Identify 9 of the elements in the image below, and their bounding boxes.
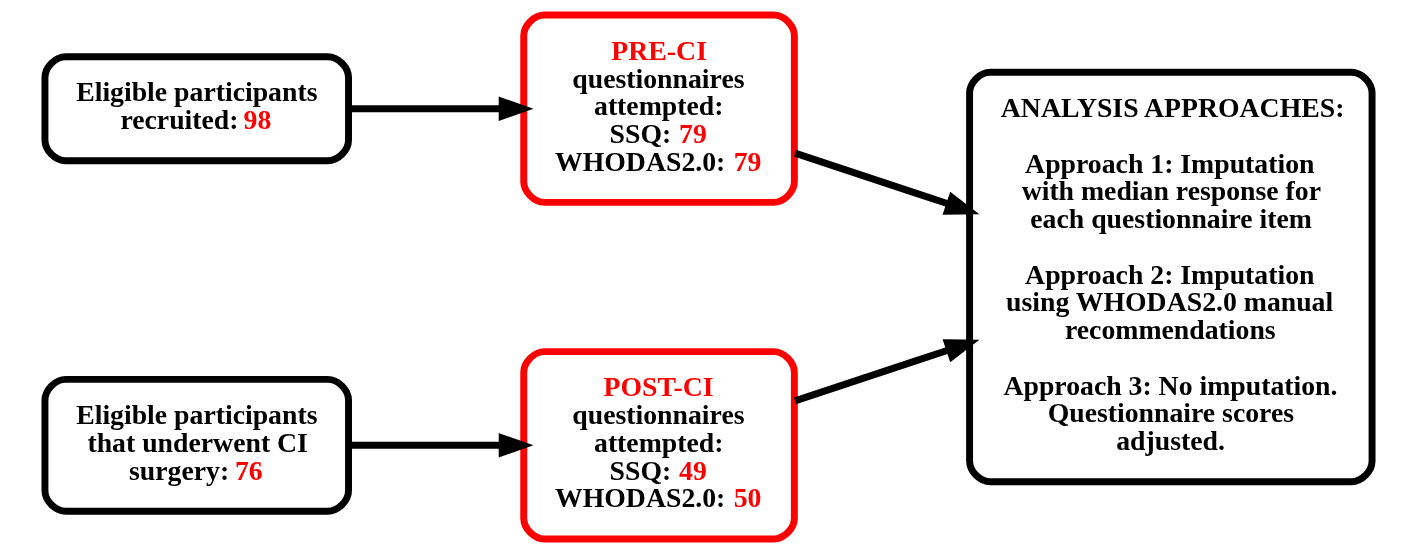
node-box: Eligible participants that underwent CI surgery: 76 [40,375,352,515]
node-box: ANALYSIS APPROACHES: Approach 1: Imputation with median response for each questionnaire item Approach 2: Imputation using WHODAS2.0 manual recommendations Approach 3: No imputation. Questionnaire scores adjusted. [965,68,1376,486]
node-box: PRE-CI questionnaires attempted: SSQ: 79 WHODAS2.0: 79 [519,11,798,206]
arrow [348,433,533,458]
node-box: POST-CI questionnaires attempted: SSQ: 49 WHODAS2.0: 50 [519,348,798,543]
arrow [348,96,533,121]
arrow [793,149,979,215]
arrow [793,339,979,405]
node-box: Eligible participants recruited: 98 [40,53,352,165]
